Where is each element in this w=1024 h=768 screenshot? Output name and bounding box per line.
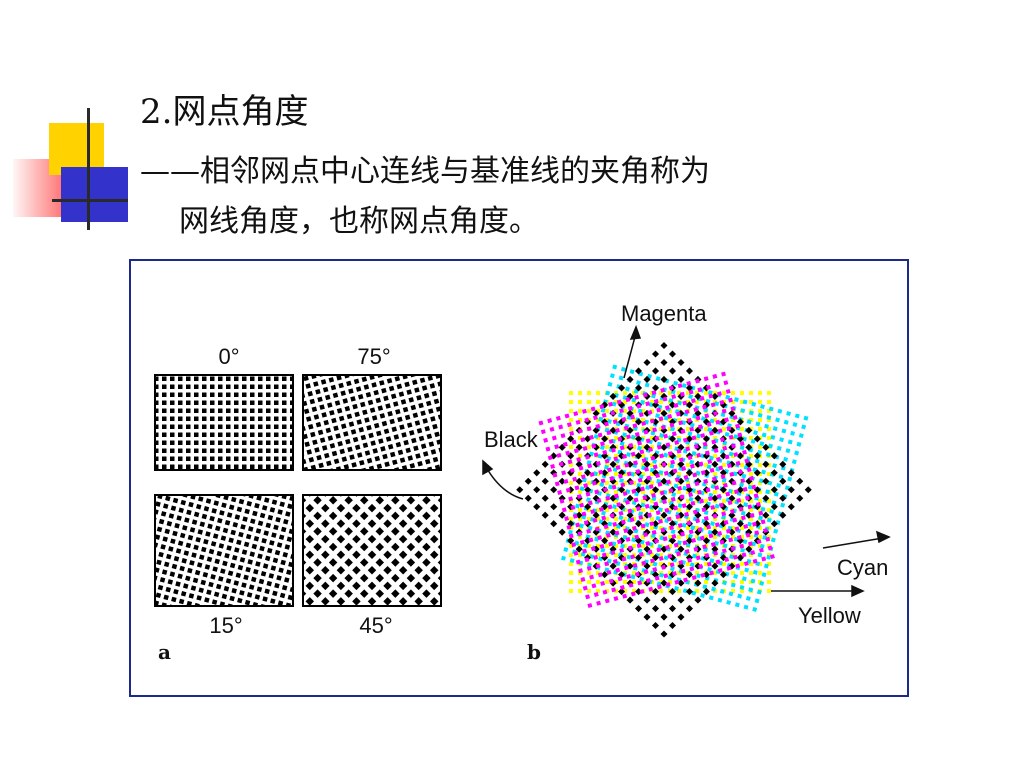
decorative-horizontal-line [52,199,128,202]
cyan-arrowhead-icon [875,530,891,544]
cyan-arrow [822,537,884,549]
black-arrow [485,466,524,500]
panel-b-letter: b [527,640,541,664]
screen-75-degree [303,375,441,470]
panel-a-letter: a [158,640,171,664]
label-arrows [482,324,891,598]
definition-line-2: 网线角度，也称网点角度。 [179,204,539,239]
decorative-vertical-line [87,108,90,230]
figure-frame: 0° 75° 15° 45° a Magenta Black Cyan Yell… [129,259,909,697]
decorative-blue-block [61,167,128,222]
label-yellow: Yellow [798,603,861,628]
label-black: Black [484,427,539,452]
definition-line-1: ——相邻网点中心连线与基准线的夹角称为 [140,154,710,189]
screen-0-degree [155,375,293,470]
angle-label-75: 75° [357,344,390,369]
label-magenta: Magenta [621,301,707,326]
magenta-screen [538,371,775,608]
screen-45-degree [303,495,441,606]
black-arrowhead-icon [482,459,494,476]
halftone-figure: 0° 75° 15° 45° a Magenta Black Cyan Yell… [154,301,891,664]
magenta-arrow [623,332,637,379]
angle-label-45: 45° [359,613,392,638]
magenta-arrowhead-icon [629,324,642,340]
angle-label-0: 0° [218,344,239,369]
yellow-arrowhead-icon [851,584,865,598]
label-cyan: Cyan [837,555,888,580]
screen-15-degree [155,495,293,606]
panel-b-rosette [516,341,812,638]
angle-label-15: 15° [209,613,242,638]
slide-title: 2.网点角度 [140,92,309,132]
decorative-yellow-block [49,123,104,175]
panel-a-screens [154,374,442,607]
